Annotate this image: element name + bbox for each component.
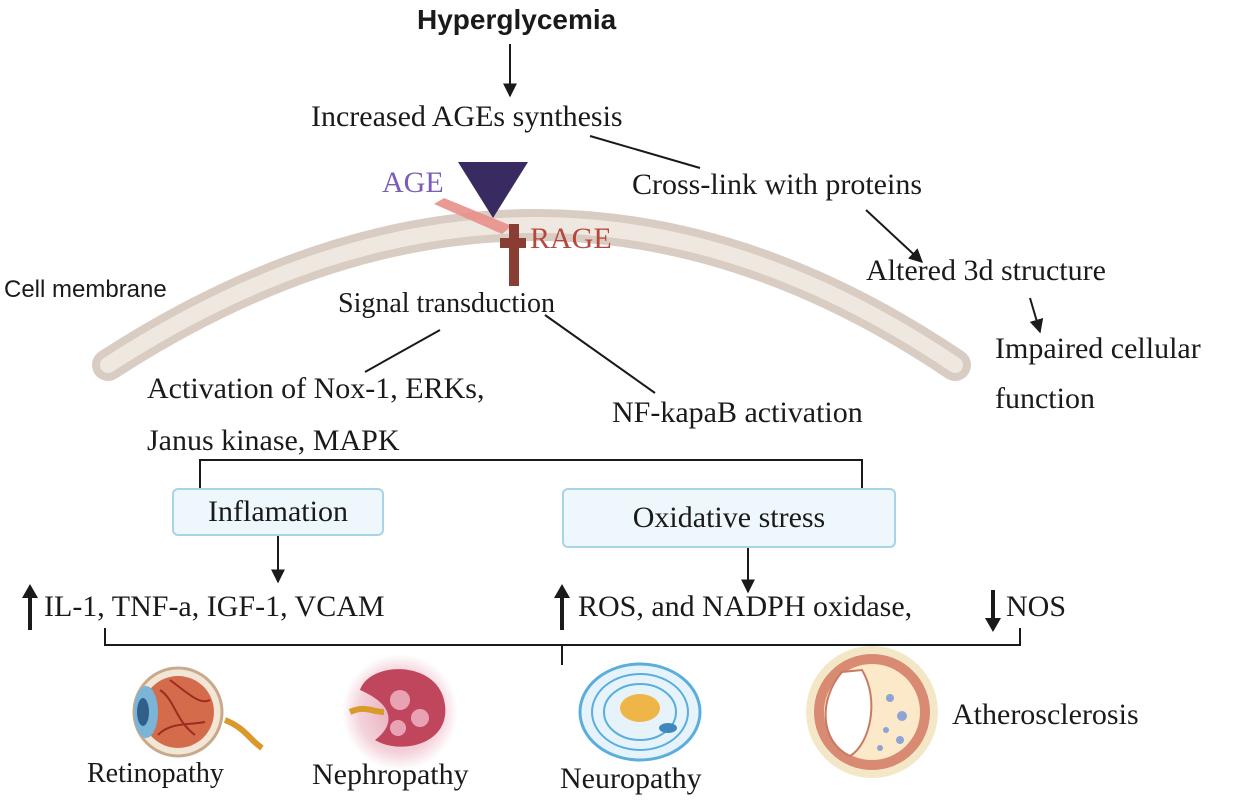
title-hyperglycemia: Hyperglycemia <box>417 4 617 35</box>
label-nos: NOS <box>1006 590 1067 623</box>
rage-receptor-icon <box>500 224 526 286</box>
label-impaired-1: Impaired cellular <box>995 332 1201 365</box>
label-cell-membrane: Cell membrane <box>4 276 167 303</box>
kidney-icon <box>342 654 458 770</box>
box-inflamation-label: Inflamation <box>208 495 348 528</box>
line-nfkb <box>544 314 656 394</box>
label-nfkb: NF-kapaB activation <box>612 396 863 429</box>
arrow-altered <box>865 209 924 263</box>
bracket-bottom <box>104 628 1021 646</box>
box-oxidative-stress: Oxidative stress <box>562 488 896 548</box>
nerve-icon <box>578 662 702 762</box>
label-ros: ROS, and NADPH oxidase, <box>578 590 913 623</box>
label-retinopathy: Retinopathy <box>87 758 224 789</box>
box-inflamation: Inflamation <box>172 488 384 536</box>
label-activation-2: Janus kinase, MAPK <box>147 424 400 457</box>
label-cross-link: Cross-link with proteins <box>632 168 922 201</box>
arrow-impaired <box>1029 297 1044 334</box>
label-neuropathy: Neuropathy <box>560 762 702 795</box>
box-oxidative-label: Oxidative stress <box>632 501 826 534</box>
up-arrow-icon <box>22 584 38 630</box>
age-ligand-icon <box>458 162 528 218</box>
eye-icon <box>132 666 264 758</box>
bracket-top <box>199 459 863 488</box>
down-arrow-icon <box>985 590 1001 632</box>
label-signal-transduction: Signal transduction <box>338 288 555 319</box>
label-impaired-2: function <box>995 382 1095 415</box>
cell-membrane <box>92 209 971 381</box>
line-activation <box>364 329 441 373</box>
label-age: AGE <box>382 166 444 199</box>
line-crosslink <box>589 135 701 169</box>
label-ages-synthesis: Increased AGEs synthesis <box>311 100 623 133</box>
label-atherosclerosis: Atherosclerosis <box>952 698 1139 731</box>
up-arrow-icon <box>554 584 570 630</box>
binding-band <box>434 198 512 234</box>
label-activation-1: Activation of Nox-1, ERKs, <box>147 372 485 405</box>
label-altered-structure: Altered 3d structure <box>866 254 1106 287</box>
label-markers: IL-1, TNF-a, IGF-1, VCAM <box>44 590 385 623</box>
label-nephropathy: Nephropathy <box>312 758 469 791</box>
label-rage: RAGE <box>530 222 612 255</box>
artery-icon <box>806 646 938 778</box>
